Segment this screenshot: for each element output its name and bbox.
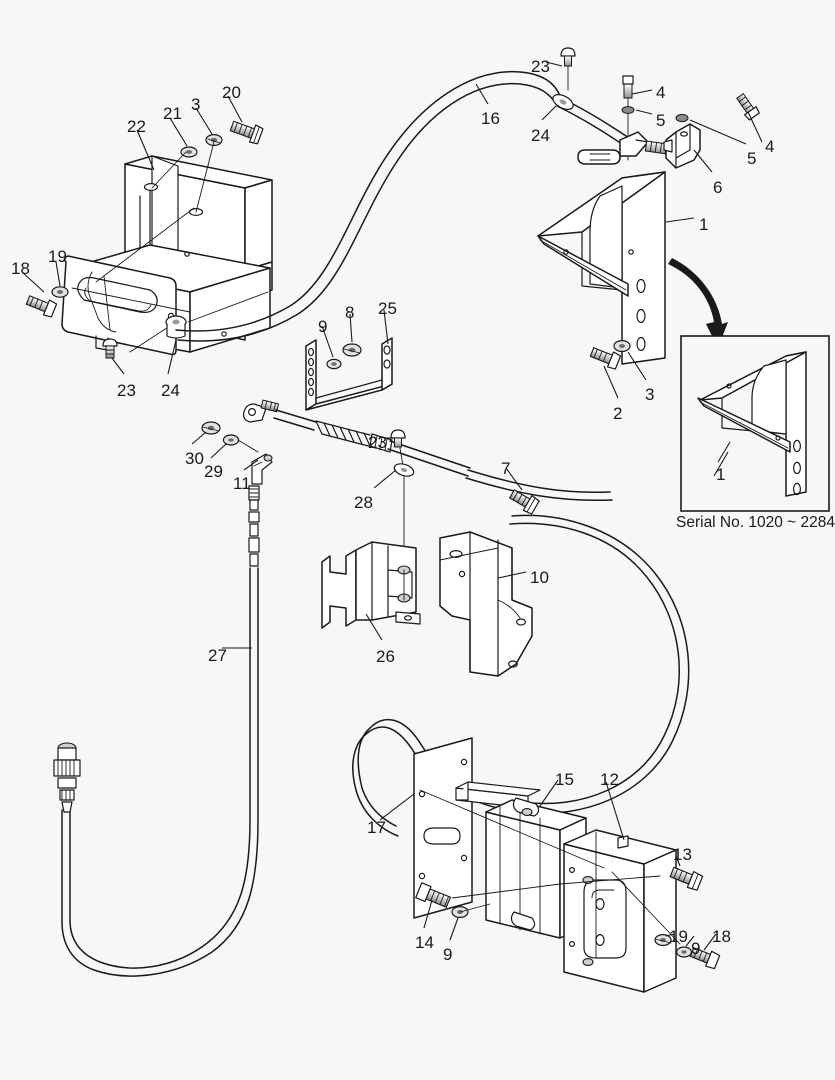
callout-23-top: 23 [531, 57, 550, 76]
callout-leaders [21, 61, 763, 951]
hardware-rod-end [201, 421, 273, 485]
callout-1-main: 1 [699, 215, 709, 234]
cable-27 [61, 485, 260, 977]
bolt-7 [508, 489, 540, 515]
cable-branch-left-lower [352, 719, 423, 837]
callout-19-bottom: 19 [669, 927, 688, 946]
cover-12 [563, 829, 677, 993]
hardware-upper-left [180, 120, 264, 158]
callout-30: 30 [185, 449, 204, 468]
callout-6: 6 [713, 178, 723, 197]
callout-7: 7 [501, 459, 511, 478]
callout-14: 14 [415, 933, 434, 952]
upper-right-link-assembly [577, 75, 760, 169]
hardware-clamp-bolt-left [102, 315, 187, 359]
inset-box [680, 335, 830, 512]
callout-20: 20 [222, 83, 241, 102]
callout-4-right: 4 [765, 137, 775, 156]
control-rod-28 [243, 399, 613, 502]
callout-10: 10 [530, 568, 549, 587]
callout-8: 8 [345, 303, 355, 322]
callout-19-left: 19 [48, 247, 67, 266]
callout-25: 25 [378, 299, 397, 318]
callout-27: 27 [208, 646, 227, 665]
bracket-26 [321, 541, 421, 629]
bracket-10 [439, 531, 533, 677]
hardware-left-side [25, 286, 69, 318]
callout-24-left: 24 [161, 381, 180, 400]
cable-knob-fitting [53, 742, 81, 813]
callout-13: 13 [673, 845, 692, 864]
main-bracket-1 [537, 171, 666, 370]
cable-clamp-top [552, 47, 576, 110]
callout-28: 28 [354, 493, 373, 512]
callout-23-left: 23 [117, 381, 136, 400]
bottom-hardware [415, 789, 721, 970]
callout-5-right: 5 [747, 149, 757, 168]
callout-12: 12 [600, 770, 619, 789]
callout-16: 16 [481, 109, 500, 128]
inset-caption: Serial No. 1020 ~ 2284 [676, 514, 835, 531]
callout-15: 15 [555, 770, 574, 789]
callout-5-top: 5 [656, 111, 666, 130]
bottom-mount-plate-17 [413, 737, 541, 919]
callout-3-top: 3 [191, 95, 201, 114]
callout-17: 17 [367, 818, 386, 837]
callout-4-top: 4 [656, 83, 666, 102]
callout-23-mid: 23 [368, 433, 387, 452]
callout-9-bottom: 9 [691, 939, 701, 958]
callout-24-top: 24 [531, 126, 550, 145]
callout-29: 29 [204, 462, 223, 481]
u-bracket-25 [305, 337, 393, 411]
callout-9-mid: 9 [318, 317, 328, 336]
callout-26: 26 [376, 647, 395, 666]
cable-16-upper [175, 70, 633, 342]
callout-3-right: 3 [645, 385, 655, 404]
callout-22: 22 [127, 117, 146, 136]
callout-2: 2 [613, 404, 623, 423]
upper-left-housing-assembly [61, 155, 273, 356]
callout-18-left: 18 [11, 259, 30, 278]
callout-18-bottom: 18 [712, 927, 731, 946]
callout-11: 11 [233, 474, 251, 493]
callout-9-left-bottom: 9 [443, 945, 453, 964]
callout-1-inset: 1 [716, 465, 726, 484]
callout-21: 21 [163, 104, 182, 123]
inset-pointer-arrow [668, 258, 728, 348]
